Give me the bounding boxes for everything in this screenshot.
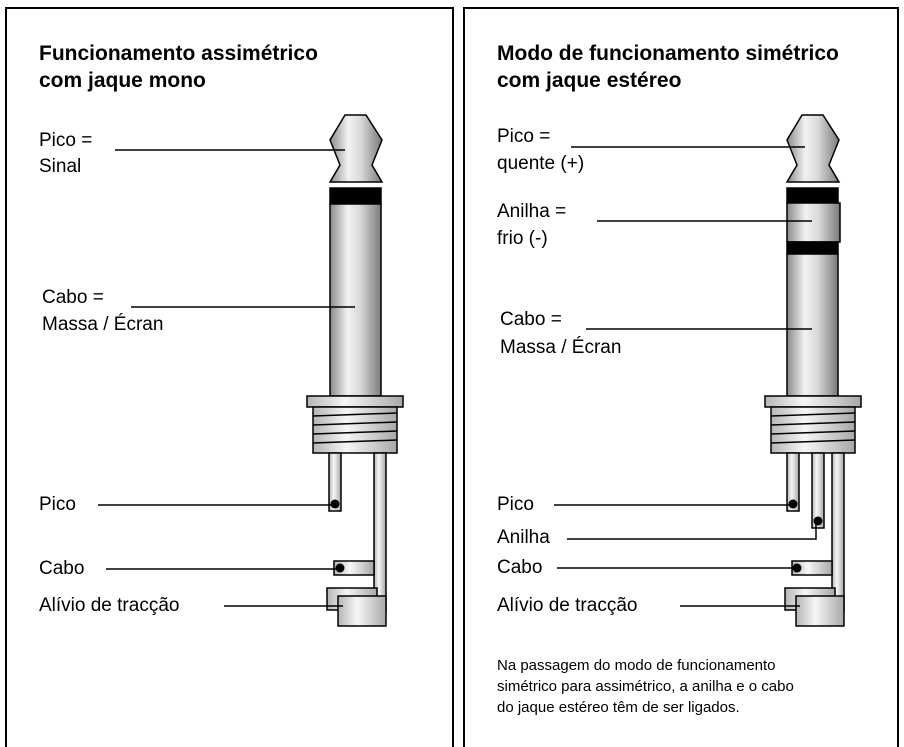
stereo-tip-label: Pico = <box>497 126 551 147</box>
mono-title-line-2: com jaque mono <box>39 69 206 92</box>
mono-tip-dot <box>330 499 340 509</box>
mono-tip-lug <box>328 452 342 512</box>
stereo-note-line-3: do jaque estéreo têm de ser ligados. <box>497 699 740 716</box>
stereo-sleeve <box>786 253 839 397</box>
mono-relief-front <box>337 595 387 627</box>
stereo-solder-tip-label: Pico <box>497 494 534 515</box>
mono-leader-lines <box>98 149 355 607</box>
stereo-title-line-1: Modo de funcionamento simétrico <box>497 42 839 65</box>
stereo-sleeve-label: Cabo = <box>500 309 562 330</box>
mono-jack-plug <box>306 114 404 627</box>
mono-jack-panel <box>5 7 454 747</box>
mono-solder-points <box>330 499 345 573</box>
mono-sleeve-value: Massa / Écran <box>42 314 164 335</box>
stereo-solder-ring-label: Anilha <box>497 527 550 548</box>
mono-insulator <box>329 187 382 205</box>
stereo-tip-value: quente (+) <box>497 153 585 174</box>
mono-tip-label: Pico = <box>39 130 93 151</box>
stereo-title-line-2: com jaque estéreo <box>497 69 682 92</box>
mono-sleeve-dot <box>335 563 345 573</box>
stereo-insulator-1 <box>786 187 839 204</box>
mono-title-line-1: Funcionamento assimétrico <box>39 42 318 65</box>
mono-thread-lines <box>312 412 398 444</box>
mono-collar <box>306 395 404 408</box>
mono-strain-relief-label: Alívio de tracção <box>39 595 180 616</box>
stereo-collar <box>764 395 862 408</box>
stereo-jack-plug <box>764 114 862 627</box>
stereo-sleeve-dot <box>792 563 802 573</box>
stereo-tip-dot <box>788 499 798 509</box>
mono-solder-tip-label: Pico <box>39 494 76 515</box>
stereo-thread-lines <box>770 412 856 444</box>
stereo-sleeve-value: Massa / Écran <box>500 337 622 358</box>
mono-sleeve-tab <box>333 560 375 576</box>
stereo-ring-label: Anilha = <box>497 201 567 222</box>
stereo-note-line-1: Na passagem do modo de funcionamento <box>497 657 776 674</box>
stereo-jack-panel <box>463 7 899 747</box>
stereo-ring-dot <box>813 516 823 526</box>
mono-tip <box>328 114 384 183</box>
mono-sleeve-label: Cabo = <box>42 287 104 308</box>
stereo-leader-lines <box>554 146 817 607</box>
stereo-tip-lug <box>786 452 800 512</box>
stereo-strain-relief-label: Alívio de tracção <box>497 595 638 616</box>
mono-sleeve <box>329 203 382 397</box>
stereo-insulator-2 <box>786 241 839 255</box>
stereo-solder-points <box>788 499 823 573</box>
stereo-ring-lug <box>811 452 825 529</box>
mono-tip-value: Sinal <box>39 156 82 177</box>
stereo-solder-sleeve-label: Cabo <box>497 557 543 578</box>
stereo-tip <box>785 114 841 183</box>
stereo-ring-value: frio (-) <box>497 228 548 249</box>
stereo-note-line-2: simétrico para assimétrico, a anilha e o… <box>497 678 794 695</box>
stereo-relief-front <box>795 595 845 627</box>
stereo-ring <box>786 202 841 243</box>
mono-solder-sleeve-label: Cabo <box>39 558 85 579</box>
